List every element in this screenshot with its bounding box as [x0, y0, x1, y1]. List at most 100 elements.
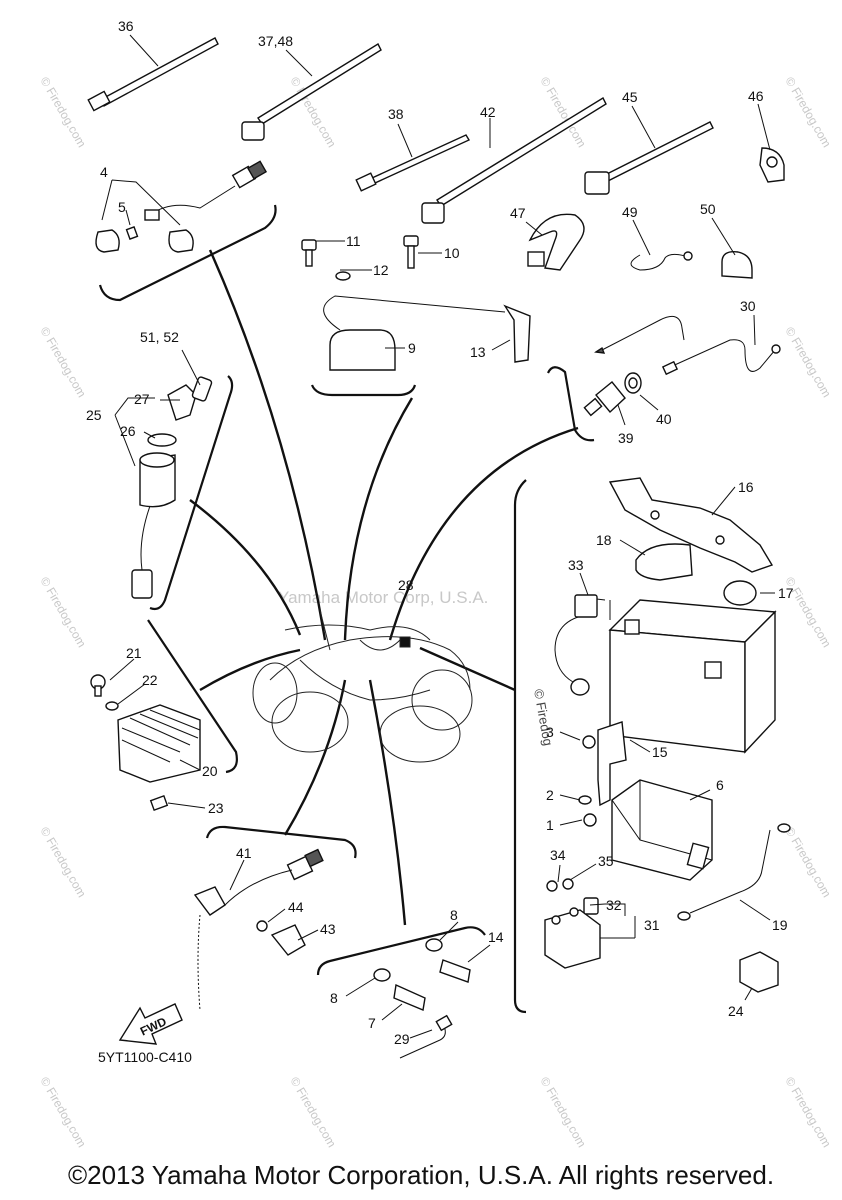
side-watermark: © Firedog.com — [782, 325, 834, 400]
callout-number: 40 — [656, 411, 672, 427]
cable-tie-38 — [355, 134, 471, 192]
callout-number: 29 — [394, 1031, 410, 1047]
side-watermark: © Firedog.com — [782, 825, 834, 900]
callout-number: 16 — [738, 479, 754, 495]
side-watermark: © Firedog.com — [37, 1075, 89, 1150]
callout-numbers: 36 37,48 38 42 45 46 4 5 11 10 12 9 13 4… — [86, 18, 794, 1047]
side-watermark: © Firedog.com — [782, 1075, 834, 1150]
callout-number: 17 — [778, 585, 794, 601]
neutral-switch-41 — [193, 848, 324, 1011]
callout-number: 7 — [368, 1015, 376, 1031]
group-bracket-switch — [149, 375, 234, 611]
leader-line — [388, 426, 579, 641]
lead-wire-30 — [594, 315, 781, 376]
clamp-46 — [759, 147, 785, 183]
callout-number: 20 — [202, 763, 218, 779]
callout-number: 3 — [546, 724, 554, 740]
relay-24 — [739, 951, 779, 993]
leader-line — [208, 249, 327, 641]
callout-number: 38 — [388, 106, 404, 122]
side-watermark: © Firedog.com — [537, 1075, 589, 1150]
callout-number: 46 — [748, 88, 764, 104]
group-bracket-battery — [513, 479, 527, 1014]
callout-number: 44 — [288, 899, 304, 915]
cable-tie-45 — [584, 121, 714, 195]
group-bracket-sender — [546, 366, 595, 442]
group-bracket-sensor — [98, 204, 277, 302]
callout-lines — [101, 34, 775, 1039]
callout-number: 10 — [444, 245, 460, 261]
callout-number: 2 — [546, 787, 554, 803]
callout-number: 30 — [740, 298, 756, 314]
sender-39 — [583, 381, 626, 417]
callout-number: 9 — [408, 340, 416, 356]
callout-number: 25 — [86, 407, 102, 423]
leader-line — [283, 679, 347, 836]
cable-tie-36 — [87, 37, 219, 112]
side-watermark: © Firedog.com — [287, 1075, 339, 1150]
group-outlines — [98, 204, 595, 1014]
side-watermark: © Firedog.com — [37, 575, 89, 650]
sensor-7 — [373, 968, 426, 1011]
callout-number: 23 — [208, 800, 224, 816]
callout-number: 49 — [622, 204, 638, 220]
callout-number: 36 — [118, 18, 134, 34]
side-watermark: © Firedog.com — [37, 825, 89, 900]
clamp-50 — [721, 251, 753, 279]
callout-number: 1 — [546, 817, 554, 833]
leader-line — [199, 648, 301, 692]
callout-number: 8 — [450, 907, 458, 923]
callout-number: 18 — [596, 532, 612, 548]
side-watermark: © Firedog.com — [782, 75, 834, 150]
main-switch-25 — [131, 376, 213, 599]
callout-number: 47 — [510, 205, 526, 221]
cap-17 — [723, 580, 757, 606]
starter-relay-31 — [544, 878, 601, 969]
callout-number: 19 — [772, 917, 788, 933]
copyright-notice: ©2013 Yamaha Motor Corporation, U.S.A. A… — [67, 1160, 775, 1190]
connector-assembly-4 — [95, 160, 268, 253]
leader-line — [419, 646, 516, 692]
side-watermark: © Firedog.com — [37, 325, 89, 400]
rectifier-regulator-20 — [90, 674, 201, 811]
callout-number: 12 — [373, 262, 389, 278]
cap-40 — [624, 372, 642, 394]
diagram-code: 5YT1100-C410 — [98, 1049, 192, 1065]
callout-number: 50 — [700, 201, 716, 217]
callout-number: 11 — [346, 233, 361, 249]
bracket-2-3 — [578, 721, 627, 827]
group-bracket-sensors — [316, 926, 486, 976]
callout-number: 22 — [142, 672, 158, 688]
callout-number: 24 — [728, 1003, 744, 1019]
band-18 — [635, 543, 693, 581]
callout-number: 42 — [480, 104, 496, 120]
callout-number: 14 — [488, 929, 504, 945]
callout-number: 15 — [652, 744, 668, 760]
callout-number: 6 — [716, 777, 724, 793]
center-watermark: Yamaha Motor Corp, U.S.A. — [278, 588, 488, 607]
sensor-lead-29 — [399, 1014, 453, 1059]
group-bracket-neutral — [205, 825, 357, 859]
leader-line — [343, 397, 414, 641]
callout-number: 33 — [568, 557, 584, 573]
clamp-49 — [630, 251, 693, 271]
callout-number: 45 — [622, 89, 638, 105]
sensor-14 — [425, 938, 471, 983]
callout-number: 41 — [236, 845, 252, 861]
callout-number: 51, 52 — [140, 329, 179, 345]
cable-tie-37 — [241, 43, 382, 141]
callout-number: 26 — [120, 423, 136, 439]
ignition-coil-9 — [301, 235, 531, 371]
ecu-6 — [611, 779, 713, 881]
leader-line — [368, 679, 407, 926]
callout-number: 31 — [644, 917, 660, 933]
callout-number: 37,48 — [258, 33, 293, 49]
callout-number: 13 — [470, 344, 486, 360]
callout-number: 43 — [320, 921, 336, 937]
battery-lead-19 — [677, 823, 791, 921]
callout-number: 32 — [606, 897, 622, 913]
callout-number: 5 — [118, 199, 126, 215]
group-bracket-coil — [310, 384, 417, 397]
bracket-16 — [608, 477, 774, 573]
